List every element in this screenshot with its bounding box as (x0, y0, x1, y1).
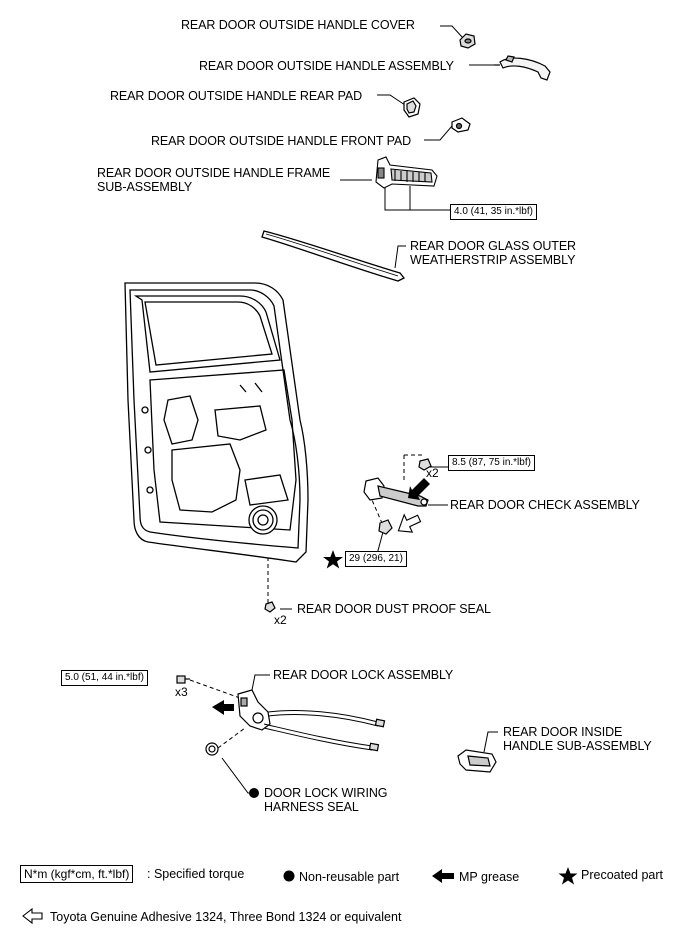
precoated-star-icon (323, 550, 343, 569)
qty-lock-screw: x3 (175, 685, 188, 699)
inside-handle-drawing (457, 749, 497, 773)
label-wiring-seal-line2: HARNESS SEAL (264, 800, 359, 814)
filled-arrow-icon (432, 869, 454, 883)
legend-mp-grease: MP grease (459, 870, 520, 884)
label-wiring-seal-line1: DOOR LOCK WIRING (264, 786, 388, 800)
label-handle-assembly: REAR DOOR OUTSIDE HANDLE ASSEMBLY (199, 59, 454, 73)
label-handle-rear-pad: REAR DOOR OUTSIDE HANDLE REAR PAD (110, 89, 363, 103)
label-inside-handle-line1: REAR DOOR INSIDE (503, 725, 623, 739)
label-inside-handle-line2: HANDLE SUB-ASSEMBLY (503, 739, 652, 753)
legend-torque-desc: : Specified torque (147, 867, 245, 881)
mp-grease-arrows (212, 478, 430, 715)
torque-box-lock-screw: 5.0 (51, 44 in.*lbf) (61, 670, 148, 686)
label-handle-cover: REAR DOOR OUTSIDE HANDLE COVER (181, 18, 415, 32)
legend-adhesive: Toyota Genuine Adhesive 1324, Three Bond… (50, 910, 402, 924)
door-panel-drawing (124, 282, 309, 563)
front-pad-drawing (451, 117, 471, 133)
lock-assembly-drawing (237, 689, 386, 752)
mp-grease-arrow-check (408, 478, 430, 500)
lock-screw-drawing (176, 675, 190, 684)
door-check-drawing (363, 458, 432, 535)
label-weatherstrip-line1: REAR DOOR GLASS OUTER (410, 239, 576, 253)
legend-torque-unit: N*m (kgf*cm, ft.*lbf) (20, 865, 134, 883)
adhesive-arrow (397, 513, 422, 533)
qty-check-bolt: x2 (426, 466, 439, 480)
non-reusable-circle-icon (249, 788, 259, 798)
label-lock-assembly: REAR DOOR LOCK ASSEMBLY (273, 668, 454, 682)
wiring-seal-drawing (205, 742, 219, 756)
torque-box-check-nut: 29 (296, 21) (345, 551, 407, 567)
hollow-arrow-icon (22, 907, 43, 925)
label-handle-frame-line1: REAR DOOR OUTSIDE HANDLE FRAME (97, 166, 331, 180)
qty-dust-seal: x2 (274, 613, 287, 627)
legend-precoated: Precoated part (581, 868, 663, 882)
torque-box-frame: 4.0 (41, 35 in.*lbf) (450, 204, 537, 220)
label-handle-front-pad: REAR DOOR OUTSIDE HANDLE FRONT PAD (151, 134, 412, 148)
torque-box-check-bolt: 8.5 (87, 75 in.*lbf) (448, 455, 535, 471)
filled-circle-icon (283, 870, 295, 882)
mp-grease-arrow-lock (212, 700, 234, 715)
label-handle-frame-line2: SUB-ASSEMBLY (97, 180, 193, 194)
weatherstrip-drawing (261, 230, 406, 282)
handle-cover-drawing (459, 33, 476, 49)
label-door-check: REAR DOOR CHECK ASSEMBLY (450, 498, 640, 512)
dashed-lines (189, 454, 425, 749)
star-icon (558, 867, 578, 885)
handle-frame-drawing (375, 156, 438, 189)
dust-seal-drawing (264, 601, 276, 613)
label-weatherstrip-line2: WEATHERSTRIP ASSEMBLY (410, 253, 576, 267)
outside-handle-drawing (494, 55, 551, 81)
label-dust-proof-seal: REAR DOOR DUST PROOF SEAL (297, 602, 491, 616)
legend-non-reusable: Non-reusable part (299, 870, 400, 884)
rear-pad-drawing (403, 97, 421, 118)
